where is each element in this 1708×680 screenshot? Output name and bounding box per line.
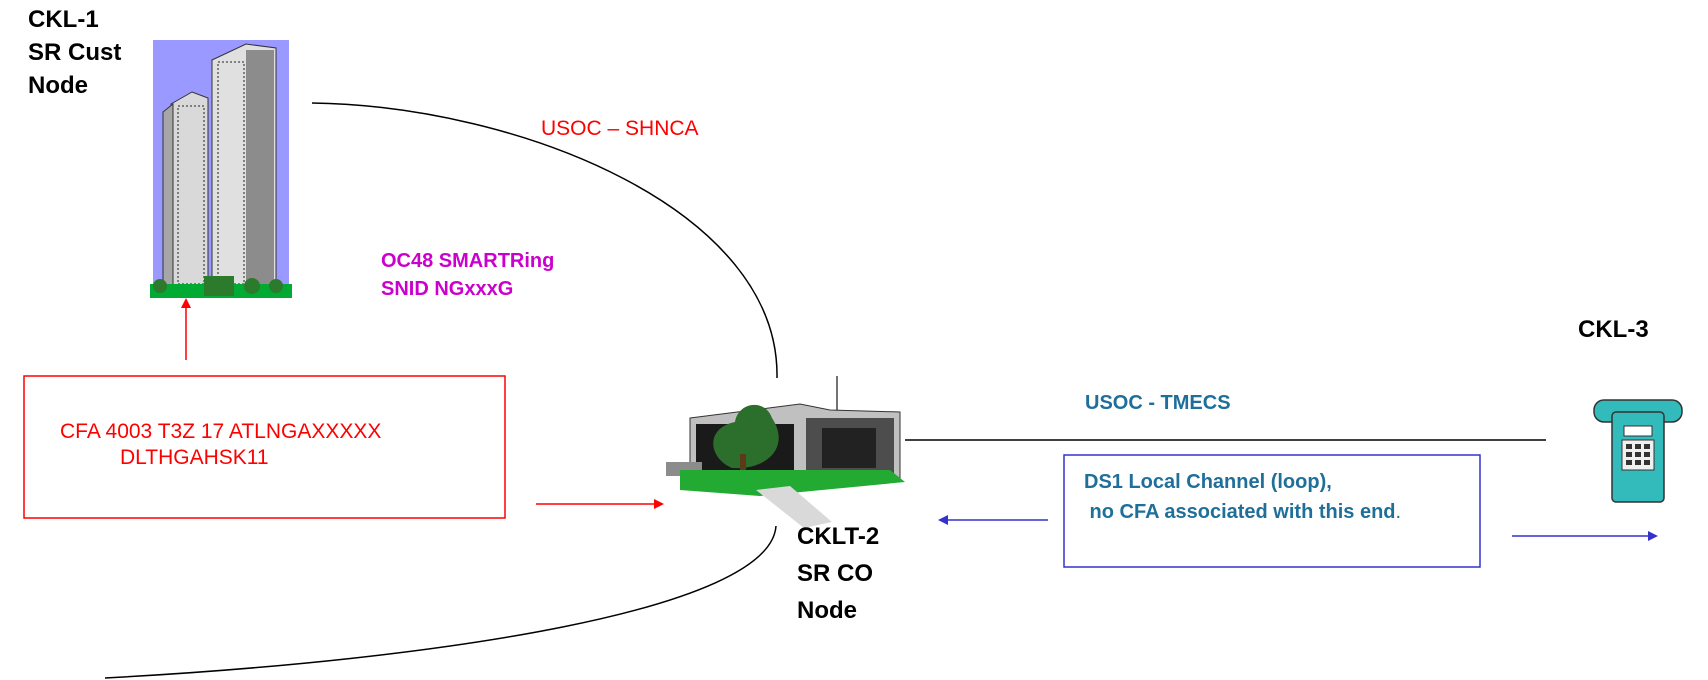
ckl1-label: CKL-1 SR Cust Node (28, 3, 121, 102)
cklt2-label: CKLT-2 SR CO Node (797, 518, 879, 629)
cklt2-label-line1: CKLT-2 (797, 523, 880, 550)
usoc-shnca-label: USOC – SHNCA (541, 117, 699, 140)
ring-arc-upper (311, 102, 778, 379)
ckl1-label-line3: Node (28, 72, 88, 99)
ds1-text-line2: no CFA associated with this end. (1084, 497, 1402, 527)
ring-label-line1: OC48 SMARTRing (381, 250, 555, 272)
ckl1-label-line1: CKL-1 (28, 6, 99, 33)
ds1-box (1063, 454, 1481, 568)
cfa-text: CFA 4003 T3Z 17 ATLNGAXXXXX DLTHGAHSK11 (60, 419, 381, 471)
cklt2-label-line3: Node (797, 597, 857, 624)
ring-label: OC48 SMARTRing SNID NGxxxG (381, 247, 554, 303)
ds1-text-line1: DS1 Local Channel (loop), (1084, 471, 1332, 493)
office-building-icon (150, 40, 292, 298)
ds1-text: DS1 Local Channel (loop), no CFA associa… (1084, 467, 1401, 527)
ds1-text-period: . (1395, 501, 1402, 523)
telephone-icon (1593, 399, 1683, 503)
ckl1-label-line2: SR Cust (28, 39, 122, 66)
usoc-tmecs-label: USOC - TMECS (1085, 392, 1231, 414)
ring-label-line2: SNID NGxxxG (381, 278, 514, 300)
ds1-text-line2-main: no CFA associated with this end (1084, 501, 1396, 523)
central-office-building-icon (666, 376, 905, 528)
ring-arc-lower (104, 525, 777, 679)
cklt2-label-line2: SR CO (797, 560, 874, 587)
cfa-text-line1: CFA 4003 T3Z 17 ATLNGAXXXXX (60, 420, 382, 443)
ckl3-label: CKL-3 (1578, 316, 1649, 343)
cfa-text-line2: DLTHGAHSK11 (120, 446, 269, 469)
cfa-box (23, 375, 506, 519)
